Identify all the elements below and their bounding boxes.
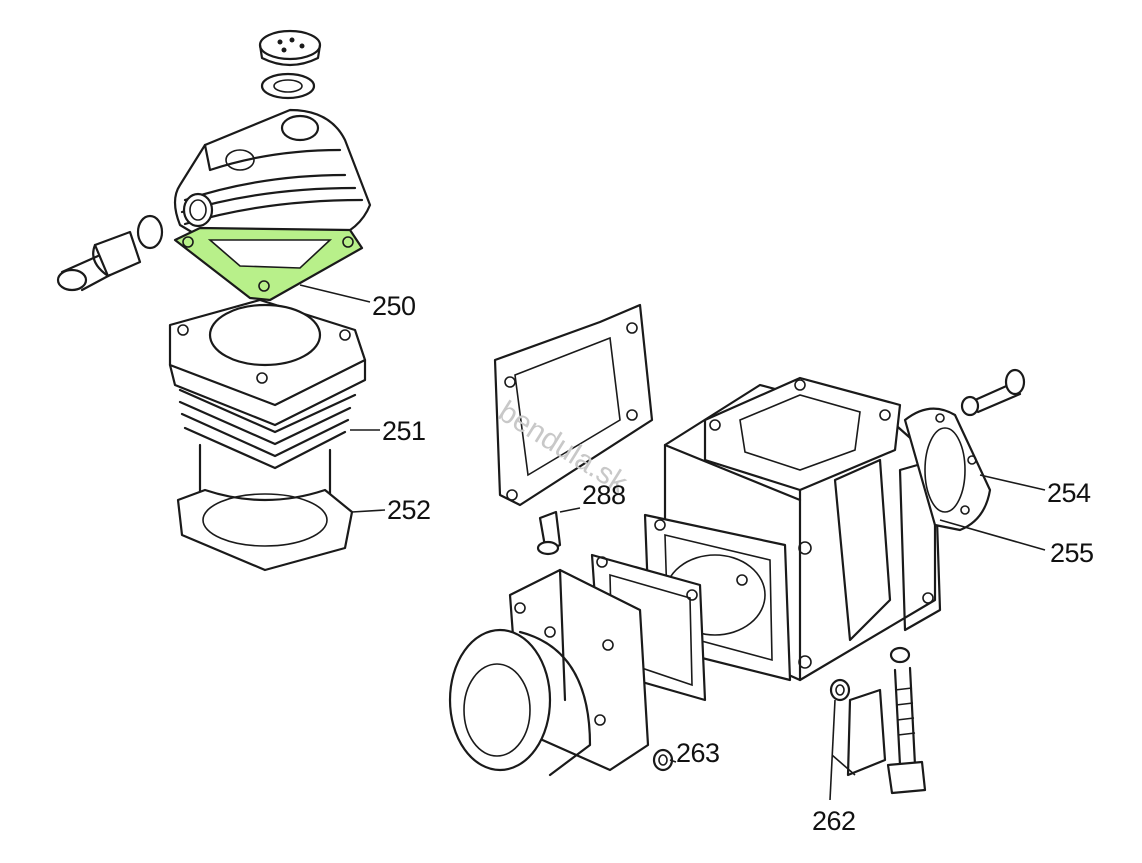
callout-251: 251 (382, 416, 426, 446)
washer-262 (829, 678, 887, 777)
leader-lines-left (299, 284, 386, 513)
cylinder-head (173, 108, 372, 257)
gasket-250-highlighted (173, 226, 364, 302)
bolt-top-right (960, 368, 1026, 417)
nipple-288 (536, 507, 581, 556)
base-gasket-252 (176, 488, 354, 572)
washer-263 (652, 748, 674, 772)
flange-gasket-plate (493, 303, 654, 507)
callout-254: 254 (1047, 478, 1091, 508)
valve-cap (258, 29, 322, 67)
callout-255: 255 (1050, 538, 1094, 568)
callout-252: 252 (387, 495, 431, 525)
intake-flange (448, 568, 650, 777)
seal-ring-top (260, 72, 316, 100)
long-bolt (886, 646, 927, 795)
callout-250: 250 (372, 291, 416, 321)
callout-288: 288 (582, 480, 626, 510)
leader-lines-right (669, 474, 1046, 801)
callout-263: 263 (676, 738, 720, 768)
cylinder-251 (168, 298, 367, 527)
side-fitting (56, 214, 164, 292)
callout-262: 262 (812, 806, 856, 836)
